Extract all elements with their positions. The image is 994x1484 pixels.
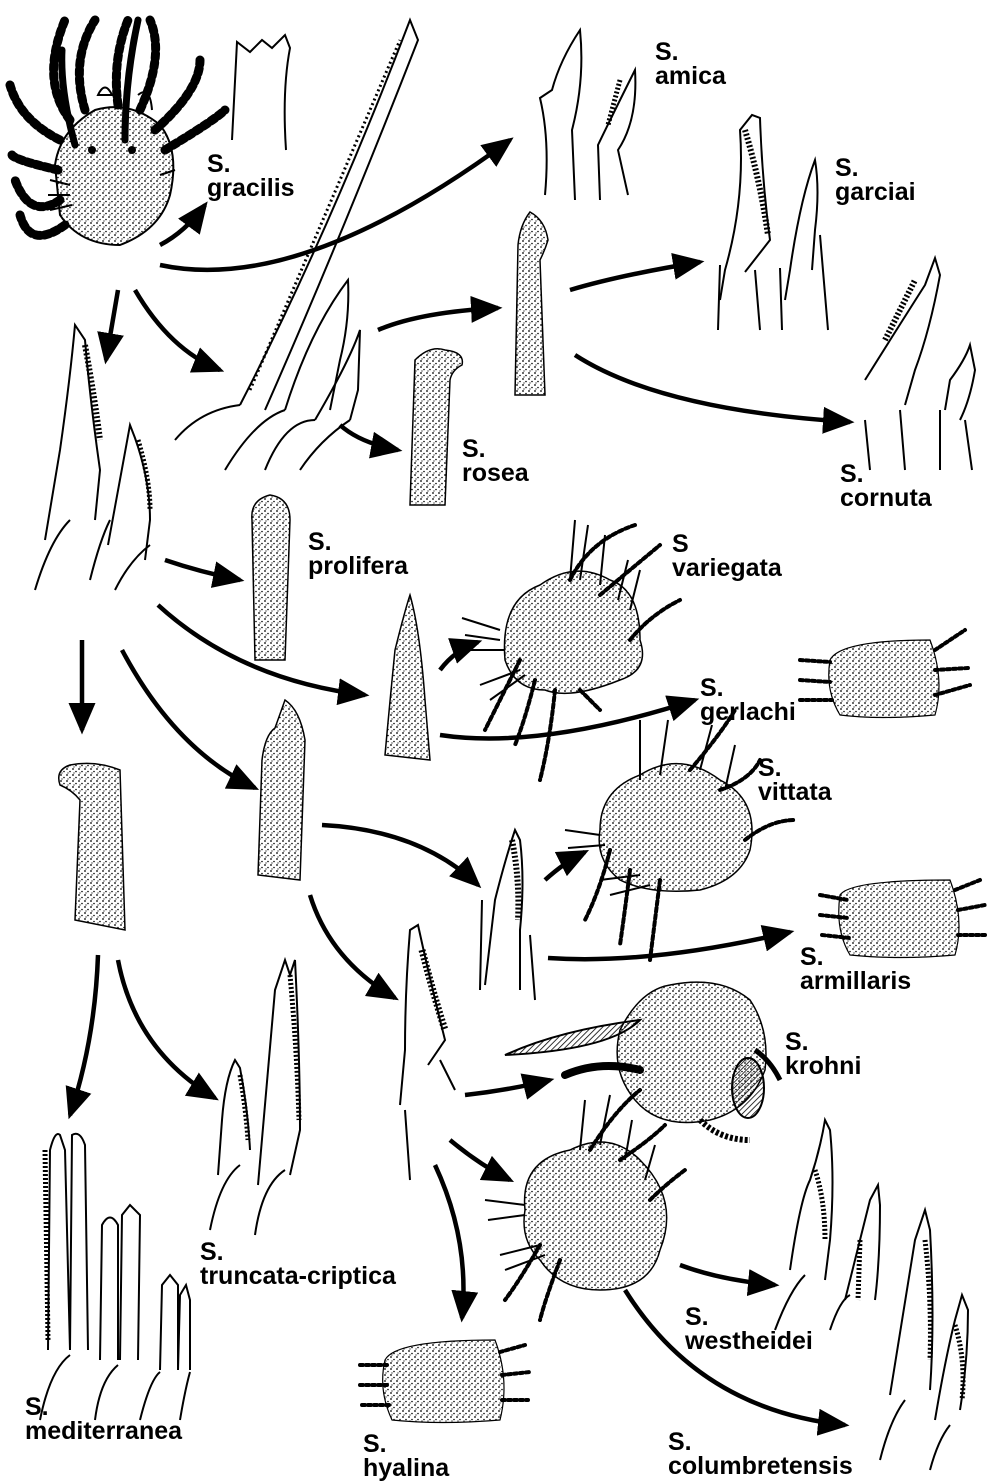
label-cornuta: S.cornuta: [840, 462, 932, 510]
label-vittata: S.vittata: [758, 756, 832, 804]
hook-group-b-main: [45, 325, 100, 540]
arrow-to-westheidei: [680, 1265, 775, 1285]
arrow-to-gracilis: [160, 205, 205, 245]
rod-prolifera: [252, 495, 290, 660]
hook-gracilis: [232, 35, 290, 150]
body-gerlachi: [800, 630, 970, 718]
hook-amica: [540, 30, 581, 200]
arrow-to-variegata: [440, 642, 478, 670]
label-krohni: S.krohni: [785, 1030, 861, 1078]
label-columbretensis: S.columbretensis: [668, 1430, 853, 1478]
arrow-to-protuberant-b: [122, 650, 255, 788]
arrow-to-krohni: [465, 1080, 550, 1095]
label-armillaris: S.armillaris: [800, 945, 911, 993]
label-hyalina: S.hyalina: [363, 1432, 449, 1480]
arrows: [70, 140, 850, 1425]
arrow-to-garciai: [570, 262, 700, 290]
label-westheidei: S.westheidei: [685, 1305, 813, 1353]
arrow-to-group-b: [322, 825, 478, 885]
hook-truncata: [218, 1060, 250, 1175]
arrow-to-rosea: [340, 425, 398, 450]
arrow-to-gerlachi: [440, 700, 695, 738]
hook-group-b-small: [108, 425, 150, 560]
arrow-to-mediterranea: [70, 955, 98, 1115]
label-mediterranea: S.mediterranea: [25, 1395, 182, 1443]
arrow-to-armillaris: [548, 932, 790, 959]
body-variegata: [462, 520, 680, 780]
rod-pointed: [385, 595, 430, 760]
hook-garciai-2: [785, 160, 818, 300]
hook-cornuta: [865, 258, 940, 405]
body-krohni: [505, 982, 780, 1140]
rod-protuberant-b: [258, 700, 305, 880]
label-rosea: S.rosea: [462, 437, 529, 485]
arrow-to-columbretensis-body: [450, 1140, 510, 1180]
hook-westheidei: [790, 1120, 833, 1280]
label-gracilis: S.gracilis: [207, 152, 295, 200]
hook-garciai: [720, 115, 770, 300]
body-lower: [485, 1090, 685, 1320]
hook-group-b2: [485, 830, 523, 990]
hook-westheidei-2: [845, 1185, 880, 1300]
arrow-to-group-a: [135, 290, 220, 370]
gracilis-head-illustration: [10, 20, 225, 245]
label-amica: S.amica: [655, 40, 726, 88]
arrow-to-prolifera: [165, 560, 240, 580]
arrow-to-vittata: [545, 852, 585, 880]
body-vittata: [565, 710, 795, 960]
rod-protuberant-a: [515, 212, 548, 395]
label-truncata-criptica: S.truncata-criptica: [200, 1240, 396, 1288]
label-prolifera: S.prolifera: [308, 530, 408, 578]
arrow-to-protuberant-a: [378, 308, 498, 330]
rod-hooked: [59, 763, 125, 930]
label-gerlachi: S.gerlachi: [700, 676, 796, 724]
hook-columbretensis: [890, 1210, 933, 1395]
arrow-to-group-c: [310, 895, 395, 998]
arrow-to-cornuta: [575, 355, 850, 422]
body-hyalina: [360, 1340, 530, 1423]
rod-rosea: [410, 349, 462, 505]
arrow-to-truncata: [118, 960, 215, 1098]
arrow-down-1: [106, 290, 118, 360]
label-garciai: S.garciai: [835, 156, 916, 204]
arrow-to-hyalina: [435, 1165, 463, 1318]
hook-mediterranea: [48, 1134, 70, 1350]
hook-amica-2: [598, 70, 635, 200]
hook-truncata-2: [258, 960, 300, 1185]
hook-cornuta-2: [945, 345, 975, 420]
hook-group-a-short: [285, 280, 348, 410]
